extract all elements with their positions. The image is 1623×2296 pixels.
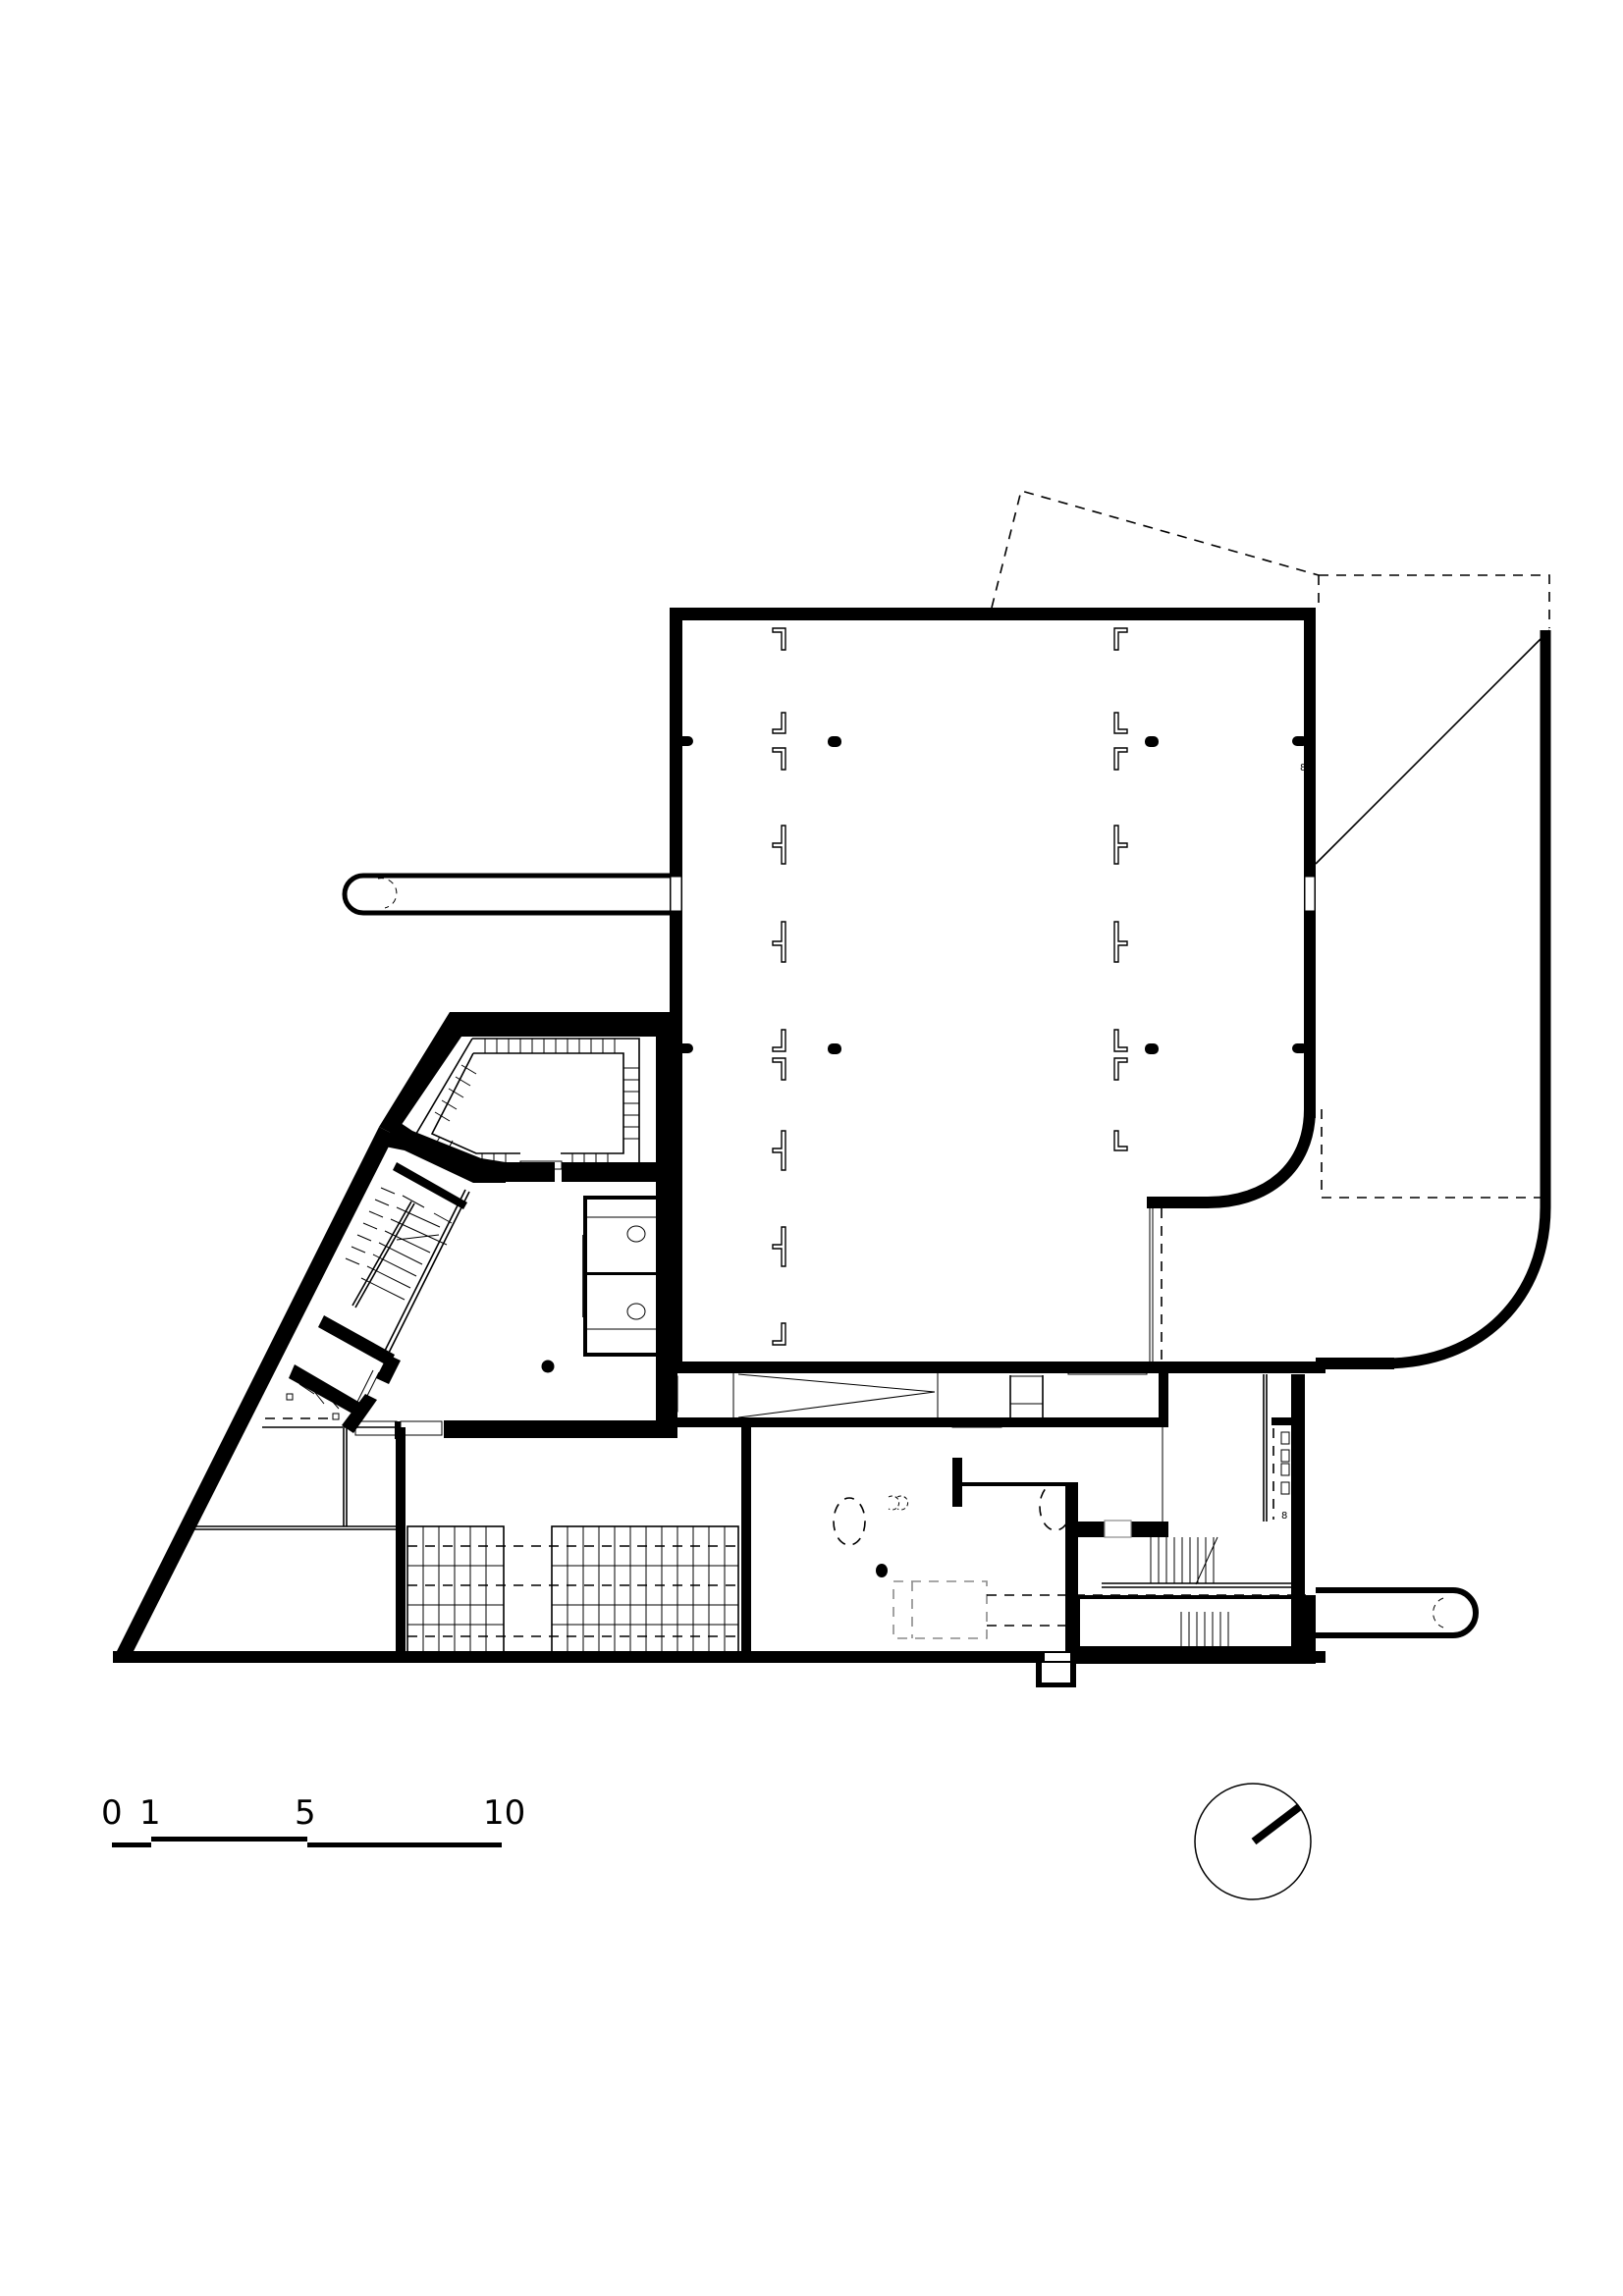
column-markers-left [772, 627, 786, 1346]
svg-text:8: 8 [1300, 763, 1306, 774]
column-markers-right [1113, 627, 1128, 1151]
corridor [677, 1364, 1168, 1428]
storage-grid [398, 1427, 751, 1659]
tube-west [342, 873, 670, 916]
scale-label-1: 1 [139, 1793, 161, 1833]
stair-diagonal [113, 1127, 470, 1659]
scale-label-0: 0 [101, 1793, 123, 1833]
entry-lobby [354, 1196, 678, 1439]
canopy-outline [991, 490, 1550, 1199]
stair-east: 8 [1070, 1374, 1316, 1664]
svg-text:8: 8 [1281, 1511, 1287, 1522]
scale-label-5: 5 [295, 1793, 316, 1833]
scale-label-10: 10 [483, 1793, 526, 1833]
tube-east [1295, 1587, 1479, 1638]
scale-bar [112, 1837, 502, 1847]
curved-terrace [1316, 630, 1551, 1369]
north-arrow-icon [1194, 1783, 1312, 1900]
stair-room-upper [379, 1012, 677, 1424]
main-hall: 8 [670, 608, 1325, 1373]
